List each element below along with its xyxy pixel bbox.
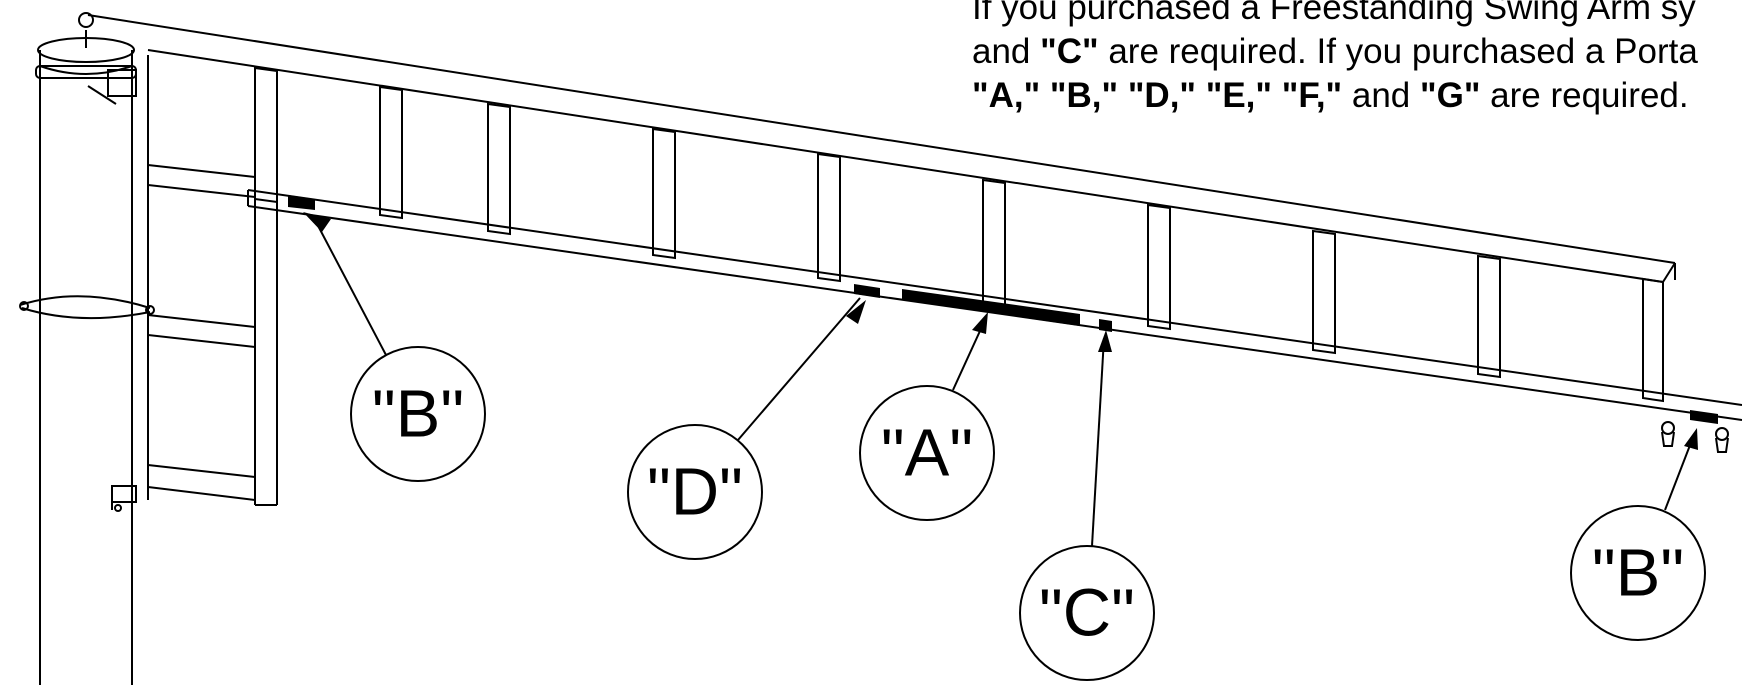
leader-b-left [314, 219, 387, 356]
note-line-1: If you purchased a Freestanding Swing Ar… [972, 0, 1696, 27]
uprights [254, 66, 1664, 403]
callout-b-left-circle [350, 346, 486, 482]
installation-note: If you purchased a Freestanding Swing Ar… [972, 0, 1742, 116]
end-trolleys [1661, 421, 1729, 453]
arrowhead-a [972, 312, 988, 334]
arrowhead-b-left [303, 212, 331, 232]
backing-frame [147, 163, 278, 506]
component-c [1099, 319, 1112, 332]
callout-b-left: "B" [372, 377, 464, 452]
callout-a-circle [859, 385, 995, 521]
arrowhead-d [846, 300, 866, 324]
arrowhead-c [1098, 330, 1112, 352]
callout-a: "A" [881, 416, 973, 491]
leader-b-right [1664, 439, 1693, 511]
mast-top-cap [35, 12, 137, 105]
leader-d [737, 297, 861, 441]
mast-bottom-bracket [111, 485, 137, 512]
callout-d: "D" [647, 455, 743, 530]
mast [39, 55, 149, 685]
component-d [854, 284, 880, 298]
callout-c-circle [1019, 545, 1155, 681]
callout-d-circle [627, 424, 763, 560]
component-a [902, 289, 1080, 326]
note-line-3: "A," "B," "D," "E," "F," and "G" are req… [972, 76, 1689, 115]
component-b-right [1690, 410, 1718, 424]
component-b-left [288, 195, 315, 210]
arrowhead-b-right [1684, 428, 1698, 450]
leader-c [1091, 337, 1105, 547]
note-line-2: and "C" are required. If you purchased a… [972, 32, 1698, 71]
callout-b-right: "B" [1592, 536, 1684, 611]
mast-clamp [19, 295, 155, 320]
top-rail [87, 14, 1676, 283]
callout-c: "C" [1039, 576, 1135, 651]
callout-b-right-circle [1570, 505, 1706, 641]
